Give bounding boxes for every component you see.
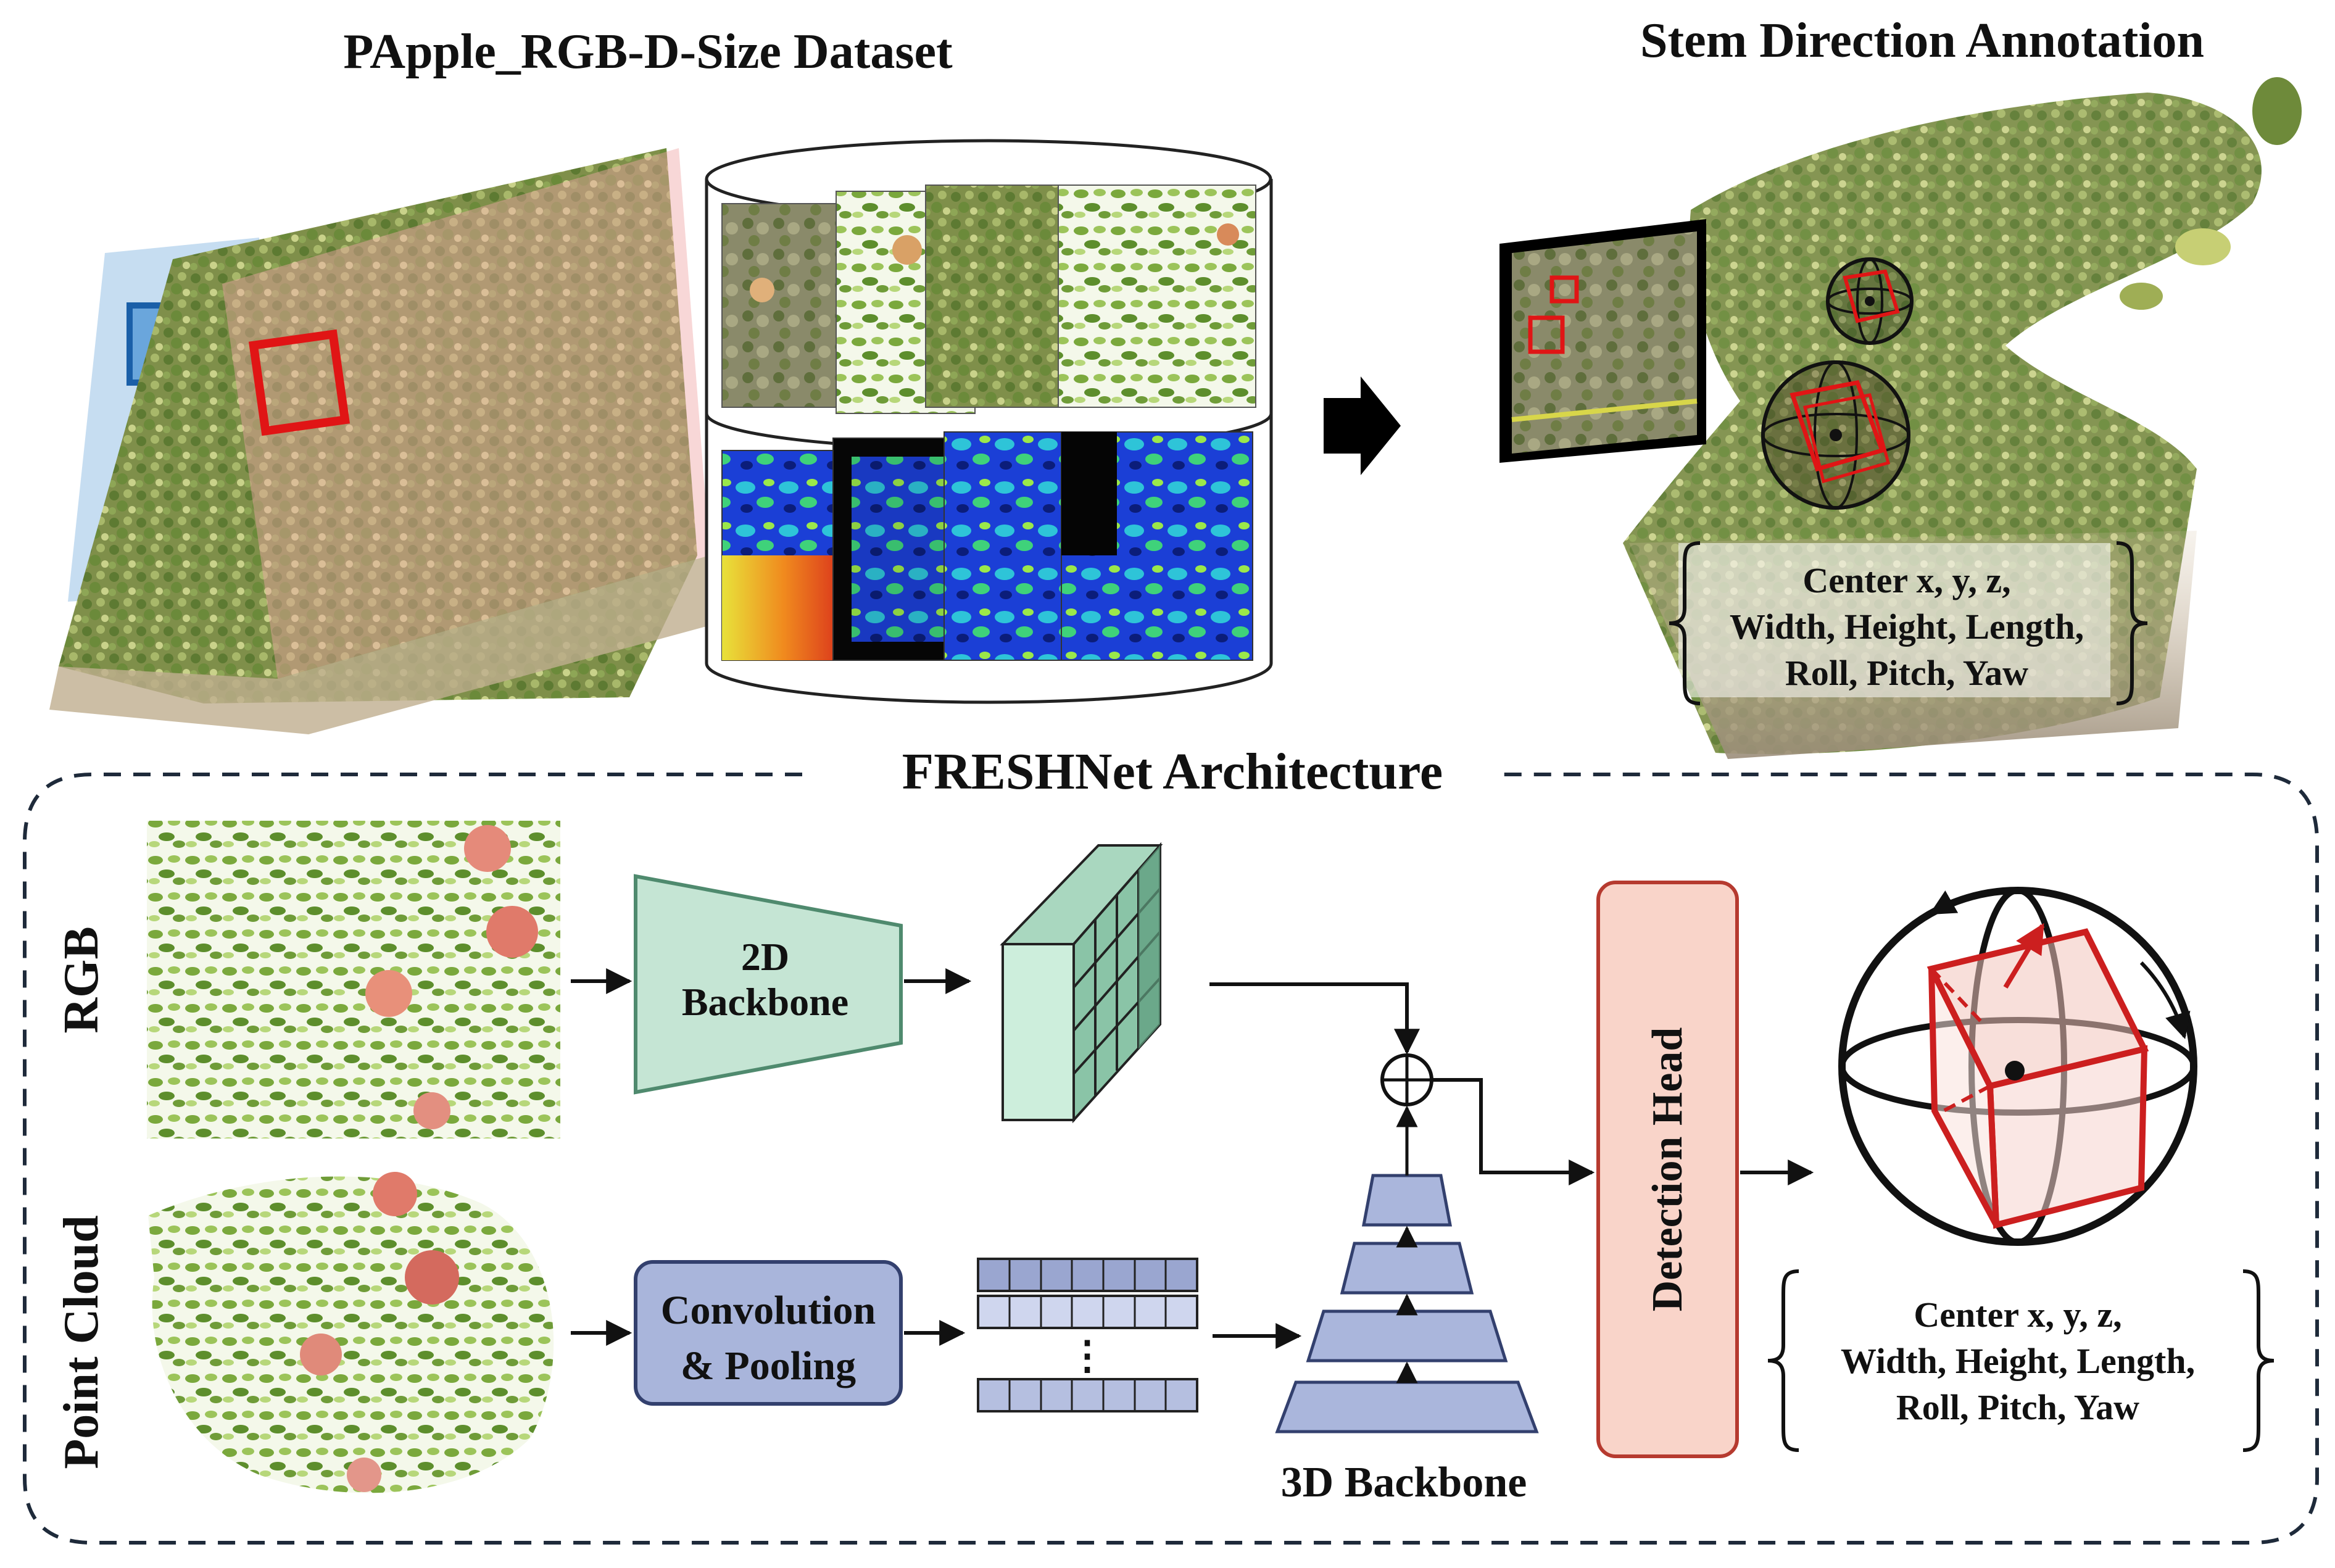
- feature-map-cube: [1000, 842, 1163, 1124]
- output-labels: Center x, y, z, Width, Height, Length, R…: [1767, 1269, 2275, 1452]
- annotation-title: Stem Direction Annotation: [1640, 14, 2204, 68]
- token-row-2: [977, 1295, 1198, 1329]
- annotation-right-brace: [2116, 541, 2148, 705]
- point-cloud-input-image: [148, 1172, 554, 1493]
- backbone-2d-block: 2D Backbone: [634, 874, 903, 1095]
- rgb-image-4: [1058, 185, 1256, 408]
- token-row-1: [977, 1258, 1198, 1292]
- architecture-panel: [23, 773, 2319, 1545]
- conv-pooling-block: Convolution & Pooling: [634, 1260, 903, 1406]
- selected-region-box: [248, 329, 350, 436]
- output-label-2: Width, Height, Length,: [1841, 1341, 2195, 1381]
- rgb-image-3: [925, 185, 1074, 408]
- feature-to-fusion-arrow: [1209, 982, 1420, 1055]
- annotation-label-3: Roll, Pitch, Yaw: [1785, 653, 2028, 693]
- token-row-3: [977, 1378, 1198, 1412]
- right-arrow-icon: [1324, 376, 1401, 475]
- tree-row: [59, 148, 697, 703]
- annotation-label-2: Width, Height, Length,: [1730, 607, 2084, 647]
- annotation-sphere-large: [1761, 360, 1910, 510]
- red-reference-plane: [222, 148, 710, 679]
- rgb-input-image: [147, 821, 560, 1139]
- token-sequence: ⋮: [977, 1258, 1198, 1412]
- annotation-label-1: Center x, y, z,: [1802, 560, 2010, 600]
- rgb-label: RGB: [54, 926, 109, 1033]
- detection-head-block: Detection Head: [1596, 881, 1739, 1458]
- output-right-brace: [2242, 1269, 2275, 1452]
- rgb-image-1: [721, 203, 846, 408]
- output-label-3: Roll, Pitch, Yaw: [1896, 1387, 2139, 1427]
- dataset-title: PApple_RGB-D-Size Dataset: [343, 25, 953, 79]
- fusion-to-head-arrow: [1432, 1078, 1595, 1185]
- point-cloud-label: Point Cloud: [54, 1215, 109, 1469]
- output-label-1: Center x, y, z,: [1914, 1295, 2121, 1335]
- annotation-left-brace: [1669, 541, 1701, 705]
- backbone-2d-label-2: Backbone: [682, 980, 848, 1024]
- backbone-2d-label-1: 2D: [741, 935, 789, 979]
- output-oriented-box-sphere: [1838, 887, 2197, 1246]
- architecture-title: FRESHNet Architecture: [902, 743, 1443, 800]
- token-ellipsis: ⋮: [1068, 1334, 1107, 1377]
- output-left-brace: [1767, 1269, 1799, 1452]
- orchard-point-cloud: [49, 148, 740, 734]
- stem-annotation-point-cloud: Center x, y, z, Width, Height, Length, R…: [1499, 77, 2302, 759]
- detection-head-label: Detection Head: [1644, 1027, 1691, 1312]
- conv-pooling-label-1: Convolution: [661, 1288, 876, 1333]
- annotation-sphere-small: [1826, 257, 1914, 345]
- backbone-3d-pyramid: [1275, 1105, 1539, 1433]
- rgbd-dataset-cylinder: [705, 139, 1273, 704]
- backbone-3d-label: 3D Backbone: [1281, 1459, 1527, 1506]
- conv-pooling-label-2: & Pooling: [681, 1343, 856, 1388]
- fusion-add-icon: [1380, 1053, 1433, 1106]
- ground-strip: [49, 555, 740, 734]
